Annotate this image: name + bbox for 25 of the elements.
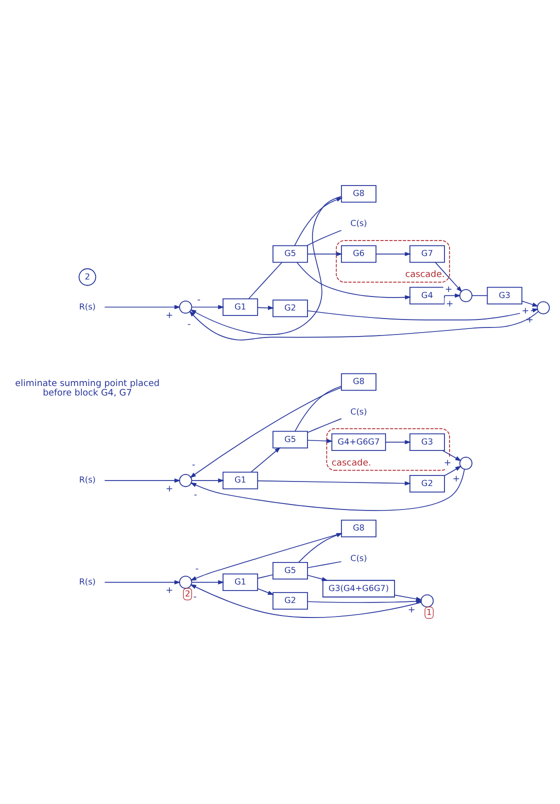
node-label: 2 bbox=[184, 588, 190, 598]
edge-label: - bbox=[194, 490, 198, 501]
edge-label: + bbox=[526, 315, 534, 326]
edge-label: - bbox=[195, 564, 199, 574]
edge-label: + bbox=[452, 474, 460, 484]
node-text: R(s) bbox=[79, 301, 96, 312]
edge-label: + bbox=[444, 458, 452, 469]
node-text: C(s) bbox=[350, 218, 368, 228]
node-text: R(s) bbox=[79, 576, 96, 586]
label: eliminate summing point placed before block G4, G7 bbox=[15, 378, 160, 399]
edge-label: + bbox=[522, 306, 530, 317]
edge-label: + bbox=[166, 311, 174, 322]
edge-label: - bbox=[197, 296, 201, 306]
node-label: 1 bbox=[426, 606, 432, 617]
edge-label: - bbox=[193, 592, 197, 603]
edge-label: + bbox=[408, 606, 416, 616]
edge-label: + bbox=[166, 484, 174, 494]
node-text: C(s) bbox=[350, 406, 368, 416]
edge-label: + bbox=[444, 285, 452, 296]
edge-label: + bbox=[446, 300, 454, 310]
node-text: C(s) bbox=[350, 552, 368, 563]
edge-label: - bbox=[192, 460, 196, 471]
edge-label: + bbox=[166, 586, 174, 596]
node-text: R(s) bbox=[79, 474, 96, 485]
edge-label: - bbox=[187, 320, 191, 330]
